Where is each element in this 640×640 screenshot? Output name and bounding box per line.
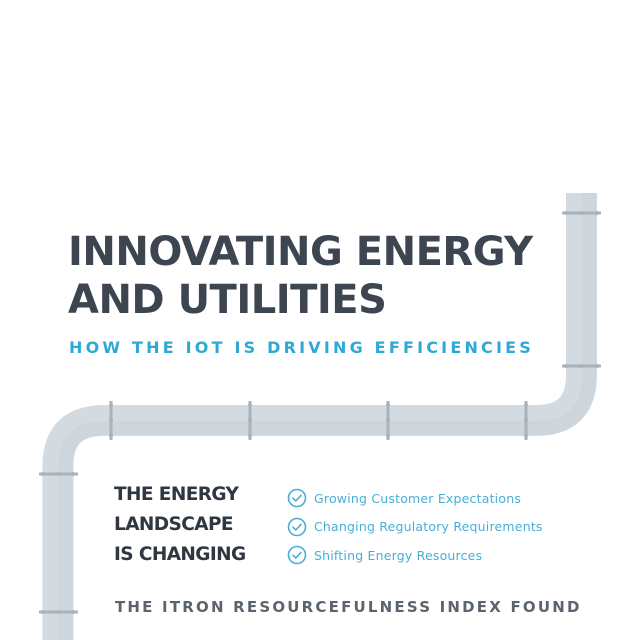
heading-line: THE ENERGY <box>114 484 239 505</box>
check-circle-icon <box>287 488 307 508</box>
list-item: Shifting Energy Resources <box>287 541 543 570</box>
list-item: Growing Customer Expectations <box>287 484 543 513</box>
list-item-label: Changing Regulatory Requirements <box>314 519 543 535</box>
check-circle-icon <box>287 517 307 537</box>
list-item-label: Shifting Energy Resources <box>314 547 483 563</box>
change-list: Growing Customer Expectations Changing R… <box>287 484 543 570</box>
index-found-heading: THE ITRON RESOURCEFULNESS INDEX FOUND <box>115 598 582 616</box>
title-line: INNOVATING ENERGY <box>68 229 533 275</box>
check-circle-icon <box>287 545 307 565</box>
title-line: AND UTILITIES <box>68 277 387 323</box>
list-item-label: Growing Customer Expectations <box>314 490 522 506</box>
subtitle: HOW THE IOT IS DRIVING EFFICIENCIES <box>69 338 534 357</box>
list-item: Changing Regulatory Requirements <box>287 513 543 542</box>
heading-line: IS CHANGING <box>114 544 246 565</box>
pipe <box>42 193 597 640</box>
landscape-heading: THE ENERGY LANDSCAPE IS CHANGING <box>114 480 246 570</box>
heading-line: LANDSCAPE <box>114 514 234 535</box>
page-title: INNOVATING ENERGY AND UTILITIES <box>68 228 533 324</box>
